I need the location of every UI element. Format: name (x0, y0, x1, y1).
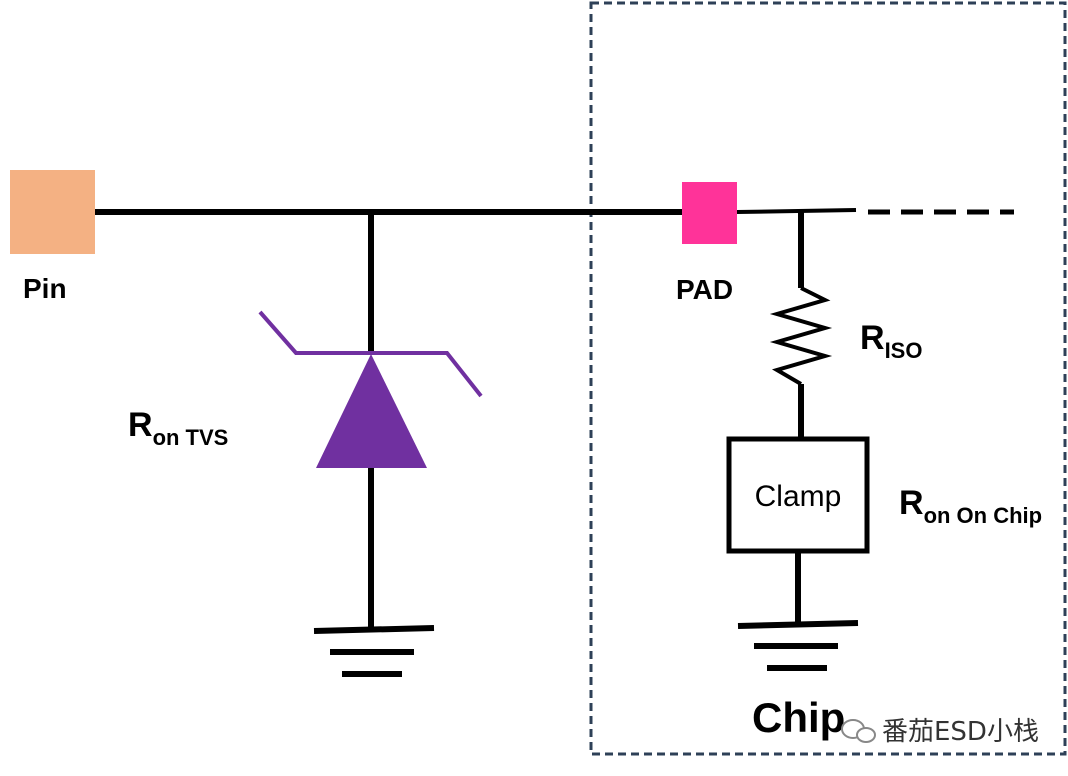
r-tvs-label: Ron TVS (128, 406, 228, 450)
chip-boundary (589, 1, 1067, 756)
watermark: 番茄ESD小栈 (841, 717, 1039, 747)
chip-ground-icon (737, 620, 859, 671)
chip-label: Chip (752, 694, 845, 741)
r-tvs-sub: on TVS (153, 425, 229, 450)
r-chip-sub: on On Chip (924, 503, 1043, 528)
chat-bubble-icon (841, 719, 876, 743)
pad-output-wire (736, 208, 857, 214)
r-iso-main: R (860, 319, 885, 357)
pin-label: Pin (23, 273, 67, 304)
pad-terminal (682, 182, 737, 244)
watermark-text: 番茄ESD小栈 (882, 717, 1039, 747)
pad-label: PAD (676, 274, 733, 305)
r-chip-label: Ron On Chip (899, 484, 1042, 528)
pin-terminal (10, 170, 95, 254)
r-chip-main: R (899, 484, 924, 522)
r-tvs-main: R (128, 406, 153, 444)
tvs-ground-icon (313, 625, 435, 677)
r-iso-label: RISO (860, 319, 922, 363)
tvs-zener-bar (258, 310, 483, 398)
r-iso-resistor-icon (769, 286, 833, 386)
tvs-diode-triangle (316, 354, 427, 468)
clamp-label: Clamp (755, 480, 842, 513)
r-iso-sub: ISO (885, 338, 923, 363)
